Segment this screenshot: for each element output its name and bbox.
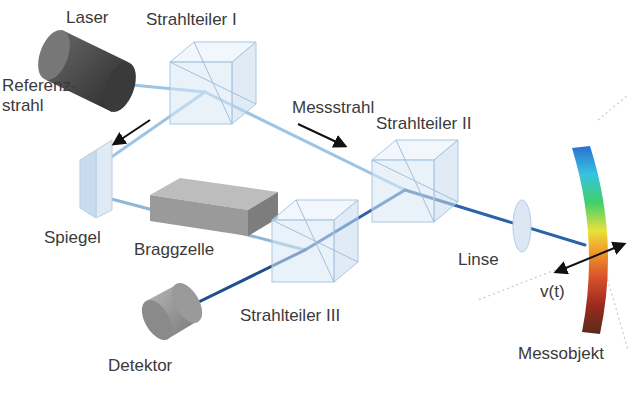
beam-label: Messstrahl [292,98,374,118]
reference-arrow [114,120,150,144]
velocity-arrow [556,244,624,272]
laser-source [32,26,142,116]
lens [513,200,531,252]
measure-arrow [298,124,345,146]
component-label: Strahlteiler III [240,306,340,326]
component-label: Strahlteiler I [146,10,237,30]
component-label: Detektor [108,356,172,376]
velocity-label: v(t) [540,282,565,302]
detector [136,278,209,345]
measurement-object [572,146,608,334]
guide-lines [478,95,628,350]
beam-label: Referenz- strahl [2,76,80,116]
bragg-cell [150,178,278,236]
reference-mirror [80,140,112,218]
component-label: Messobjekt [518,344,604,364]
component-label: Spiegel [44,228,101,248]
component-label: Linse [458,250,499,270]
component-label: Braggzelle [134,240,214,260]
component-label: Strahlteiler II [376,114,471,134]
component-label: Laser [66,8,109,28]
